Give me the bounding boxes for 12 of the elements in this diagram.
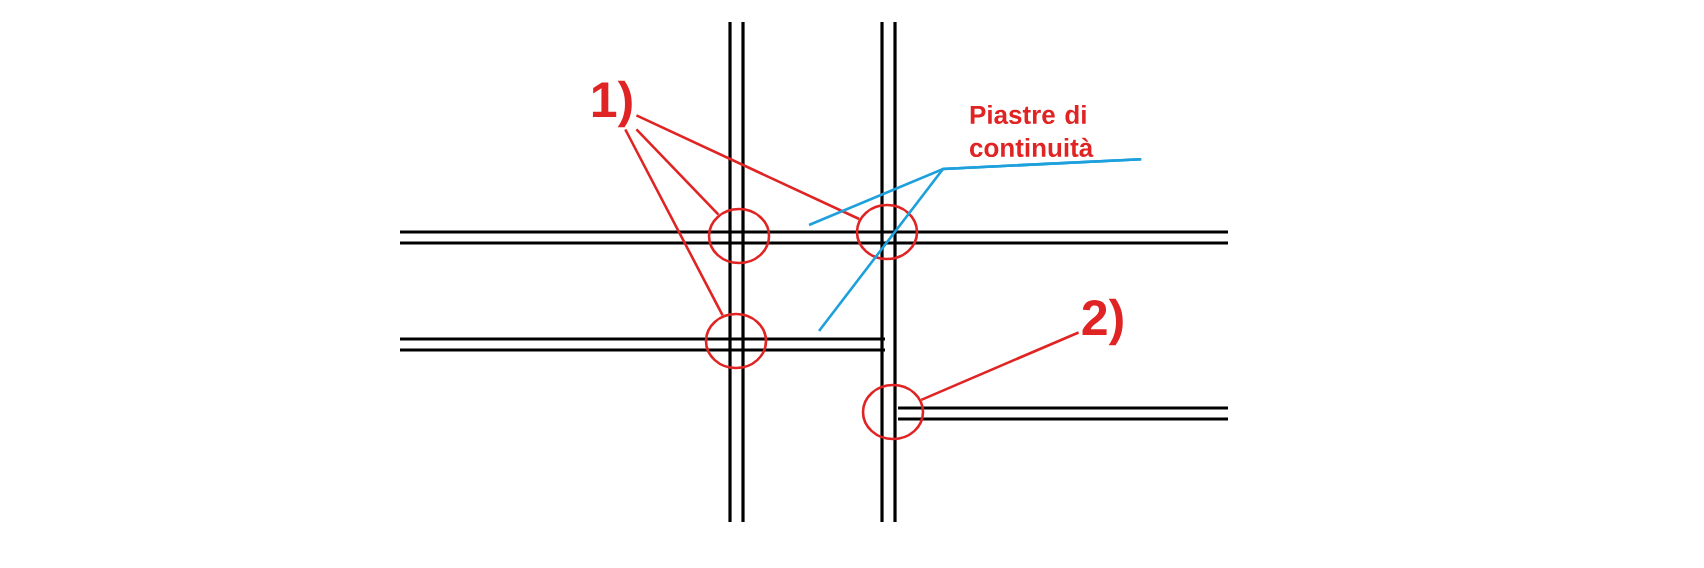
highlight-ellipse: [704, 312, 768, 370]
leader-line: [635, 128, 720, 216]
callout-number: 1): [592, 80, 632, 128]
highlight-ellipse: [707, 207, 771, 265]
highlight-ellipse: [861, 383, 925, 441]
leader-line: [920, 331, 1080, 402]
callout-text: Piastre di continuità: [970, 104, 1094, 158]
leader-line: [817, 157, 1142, 332]
leader-line: [635, 114, 860, 221]
callout-number: 2): [1082, 298, 1123, 346]
leader-line: [624, 128, 724, 317]
highlight-ellipse: [855, 203, 919, 261]
